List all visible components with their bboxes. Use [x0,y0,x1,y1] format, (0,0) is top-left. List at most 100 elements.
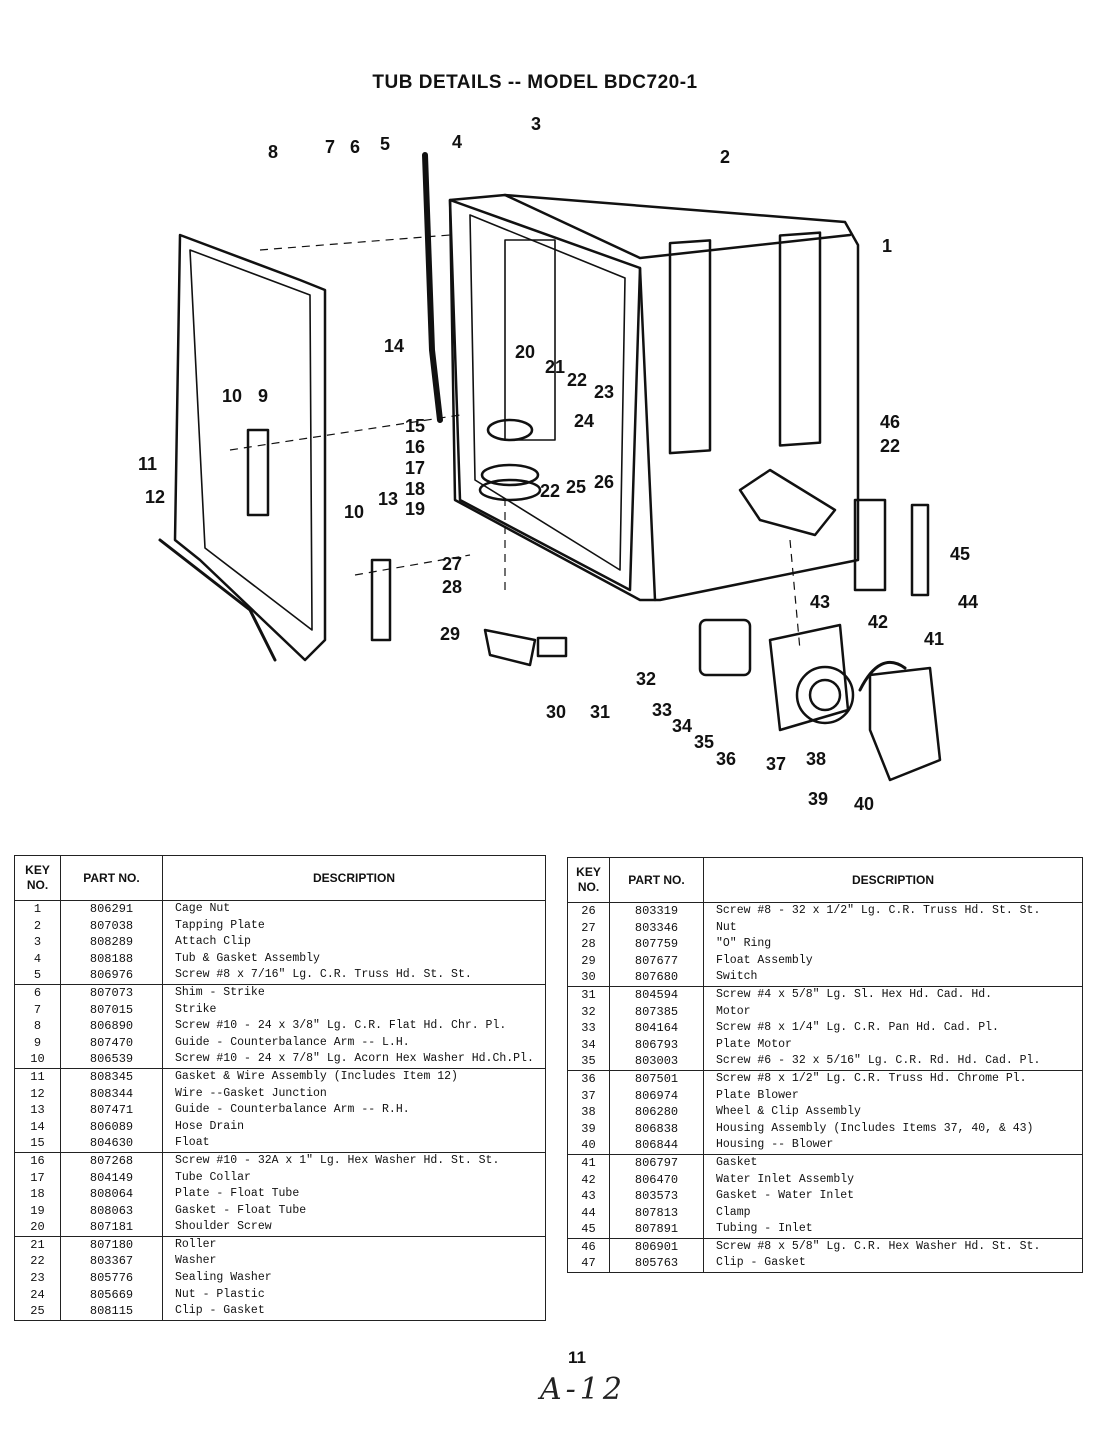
key-cell: 17 [14,1169,61,1187]
key-cell: 43 [567,1188,610,1205]
description-cell: Screw #10 - 24 x 7/8" Lg. Acorn Hex Wash… [162,1051,546,1069]
part-number-cell: 804149 [60,1169,163,1187]
part-number-cell: 805776 [60,1270,163,1287]
handwritten-page-note: A-12 [540,1372,626,1407]
key-cell: 23 [14,1270,61,1287]
callout-10b: 10 [344,502,364,522]
callout-32: 32 [636,669,656,689]
callout-29: 29 [440,624,460,644]
drain-hose [422,152,443,423]
callout-18: 18 [405,479,425,499]
part-number-cell: 805669 [60,1286,163,1304]
callout-10a: 10 [222,386,242,406]
callout-33: 33 [652,700,672,720]
part-number-cell: 803346 [609,919,704,937]
callout-45: 45 [950,544,970,564]
description-cell: Attach Clip [162,934,546,951]
key-cell: 30 [567,969,610,987]
part-number-cell: 806470 [609,1171,704,1189]
callout-13: 13 [378,489,398,509]
key-cell: 20 [14,1219,61,1237]
part-number-cell: 808289 [60,934,163,951]
callout-6: 6 [350,137,360,157]
description-cell: Screw #8 x 1/4" Lg. C.R. Pan Hd. Cad. Pl… [703,1020,1083,1037]
key-cell: 46 [567,1237,610,1256]
float-assembly [483,628,537,667]
part-number-cell: 806901 [609,1237,704,1256]
key-cell: 21 [14,1235,61,1254]
part-number-cell: 807677 [609,952,704,970]
exploded-parts-diagram: 1 2 3 4 5 6 7 8 9 10 10 11 12 13 14 15 1… [138,114,978,814]
description-cell: Hose Drain [162,1118,546,1136]
part-number-cell: 806793 [609,1036,704,1054]
key-cell: 9 [14,1034,61,1052]
key-cell: 36 [567,1069,610,1088]
part-number-cell: 808345 [60,1067,163,1086]
part-number-cell: 807180 [60,1235,163,1254]
description-cell: Nut [703,919,1083,937]
key-cell: 47 [567,1255,610,1274]
description-cell: Tube Collar [162,1169,546,1187]
key-cell: 31 [567,985,610,1004]
part-number-cell: 807073 [60,983,163,1002]
column-header-description: DESCRIPTION [703,857,1083,903]
part-number-cell: 807680 [609,969,704,987]
description-cell: "O" Ring [703,936,1083,953]
key-cell: 14 [14,1118,61,1136]
description-cell: Washer [162,1253,546,1271]
callout-5: 5 [380,134,390,154]
part-number-cell: 808344 [60,1085,163,1103]
description-cell: Plate Blower [703,1087,1083,1105]
key-cell: 25 [14,1303,61,1321]
callout-12: 12 [145,487,165,507]
description-cell: Gasket - Float Tube [162,1202,546,1220]
description-cell: Switch [703,969,1083,987]
key-cell: 16 [14,1151,61,1170]
description-cell: Water Inlet Assembly [703,1171,1083,1189]
description-cell: Gasket & Wire Assembly (Includes Item 12… [162,1067,546,1086]
page-title: TUB DETAILS -- MODEL BDC720-1 [372,72,698,93]
part-number-cell: 808115 [60,1303,163,1321]
part-number-cell: 805763 [609,1255,704,1274]
part-number-cell: 808063 [60,1202,163,1220]
callout-15: 15 [405,416,425,436]
plate-motor [768,623,850,732]
key-cell: 3 [14,934,61,951]
key-cell: 34 [567,1036,610,1054]
motor [698,618,752,677]
key-cell: 39 [567,1120,610,1138]
description-cell: Screw #8 x 1/2" Lg. C.R. Truss Hd. Chrom… [703,1069,1083,1088]
column-header-key: KEY NO. [567,857,610,903]
key-cell: 27 [567,919,610,937]
part-number-cell: 807759 [609,936,704,953]
key-cell: 37 [567,1087,610,1105]
key-cell: 40 [567,1137,610,1155]
key-cell: 10 [14,1051,61,1069]
key-cell: 38 [567,1104,610,1121]
description-cell: Roller [162,1235,546,1254]
callout-14: 14 [384,336,404,356]
part-number-cell: 806974 [609,1087,704,1105]
part-number-cell: 804594 [609,985,704,1004]
column-header-part: PART NO. [60,855,163,901]
key-cell: 42 [567,1171,610,1189]
key-cell: 22 [14,1253,61,1271]
